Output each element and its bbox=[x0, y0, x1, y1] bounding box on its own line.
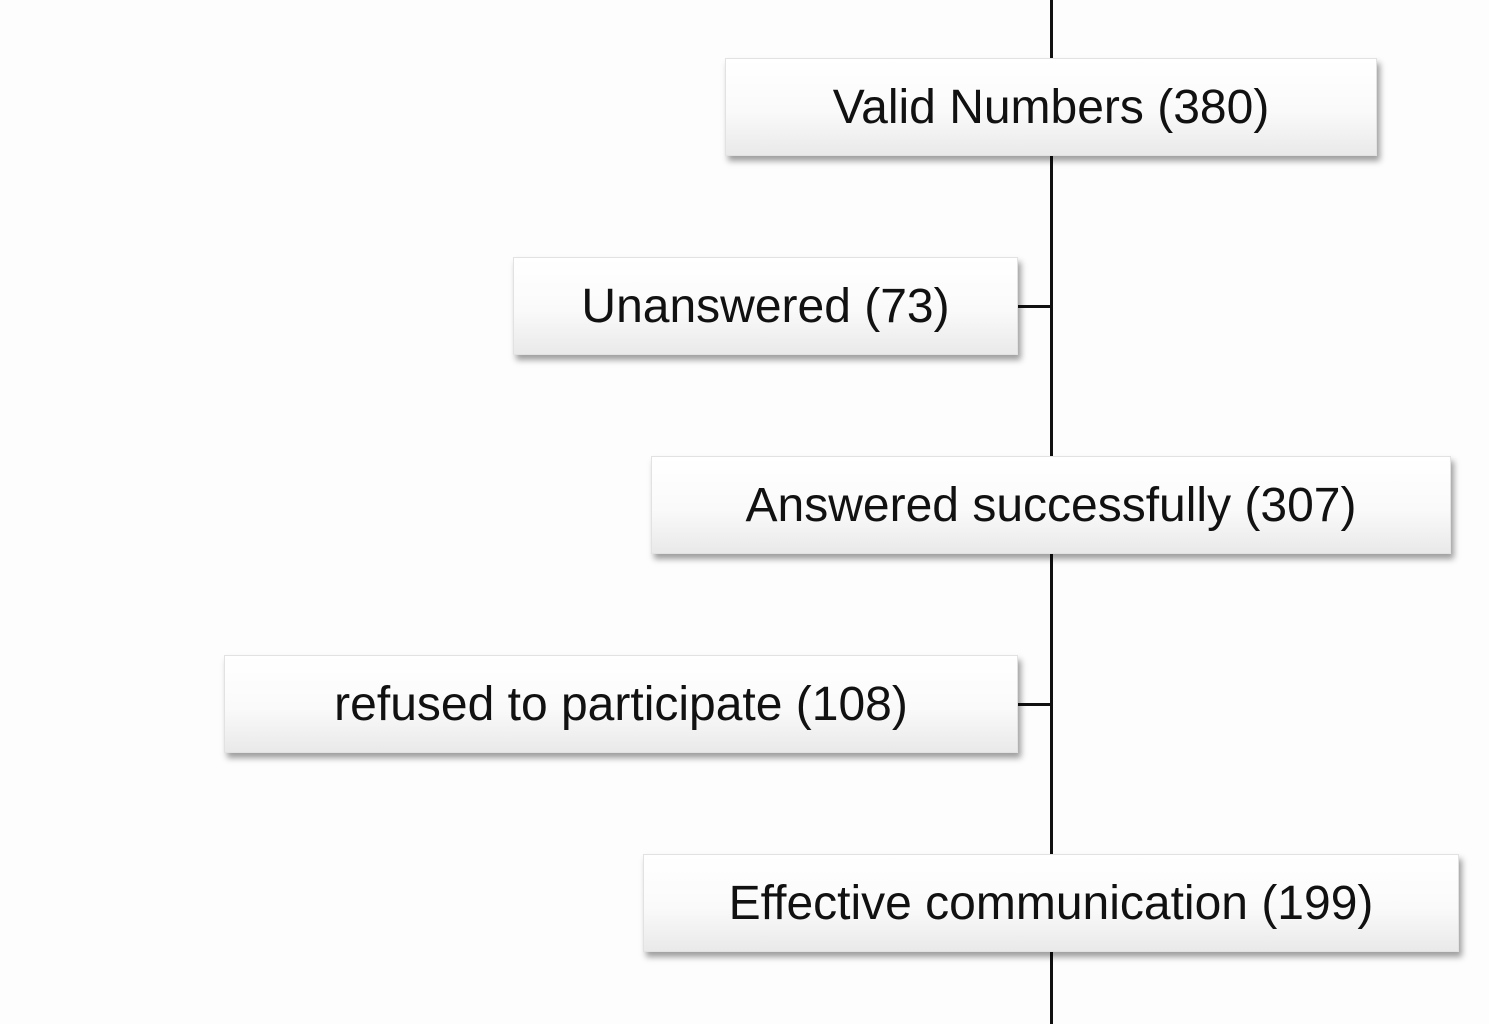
node-valid-numbers-label: Valid Numbers (380) bbox=[832, 80, 1270, 134]
node-unanswered: Unanswered (73) bbox=[513, 257, 1018, 355]
node-unanswered-label: Unanswered (73) bbox=[581, 279, 950, 333]
node-valid-numbers: Valid Numbers (380) bbox=[725, 58, 1377, 156]
connector-top bbox=[1050, 0, 1053, 60]
node-effective-communication-label: Effective communication (199) bbox=[728, 876, 1374, 930]
node-answered-successfully-label: Answered successfully (307) bbox=[745, 478, 1357, 532]
node-refused-to-participate-label: refused to participate (108) bbox=[334, 677, 908, 731]
connector-bottom bbox=[1050, 952, 1053, 1024]
node-refused-to-participate: refused to participate (108) bbox=[224, 655, 1018, 753]
node-effective-communication: Effective communication (199) bbox=[643, 854, 1459, 952]
connector-branch-unanswered bbox=[1018, 305, 1052, 308]
connector-branch-refused bbox=[1018, 703, 1052, 706]
node-answered-successfully: Answered successfully (307) bbox=[651, 456, 1451, 554]
